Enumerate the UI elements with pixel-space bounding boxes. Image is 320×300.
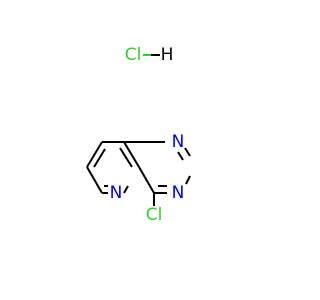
bond-n1-c2-double xyxy=(177,151,184,161)
bond-n1-c2 xyxy=(184,147,191,157)
bond-c8-c7 xyxy=(86,141,103,168)
molecule-structure: Cl H N N N Cl xyxy=(86,45,191,225)
bond-c4a-c8a-double xyxy=(119,147,133,168)
atom-n5-label: N xyxy=(110,183,123,203)
bond-c7-c6 xyxy=(86,166,103,194)
bond-c4-c4a xyxy=(138,166,155,194)
hydrochloride-group: Cl H xyxy=(125,45,174,65)
hcl-hydrogen-label: H xyxy=(161,45,174,65)
bond-c4a-c8a xyxy=(123,141,140,168)
atom-cl-label: Cl xyxy=(146,205,163,225)
atom-n1-label: N xyxy=(172,132,185,152)
atom-n3-label: N xyxy=(172,183,185,203)
ring-bonds xyxy=(86,141,191,206)
bond-n5-c4a xyxy=(123,185,129,194)
hcl-chlorine-label: Cl xyxy=(125,45,142,65)
bond-c8-c7-double xyxy=(93,148,106,168)
atom-labels: N N N Cl xyxy=(110,132,185,225)
bond-c2-n3 xyxy=(185,175,191,185)
